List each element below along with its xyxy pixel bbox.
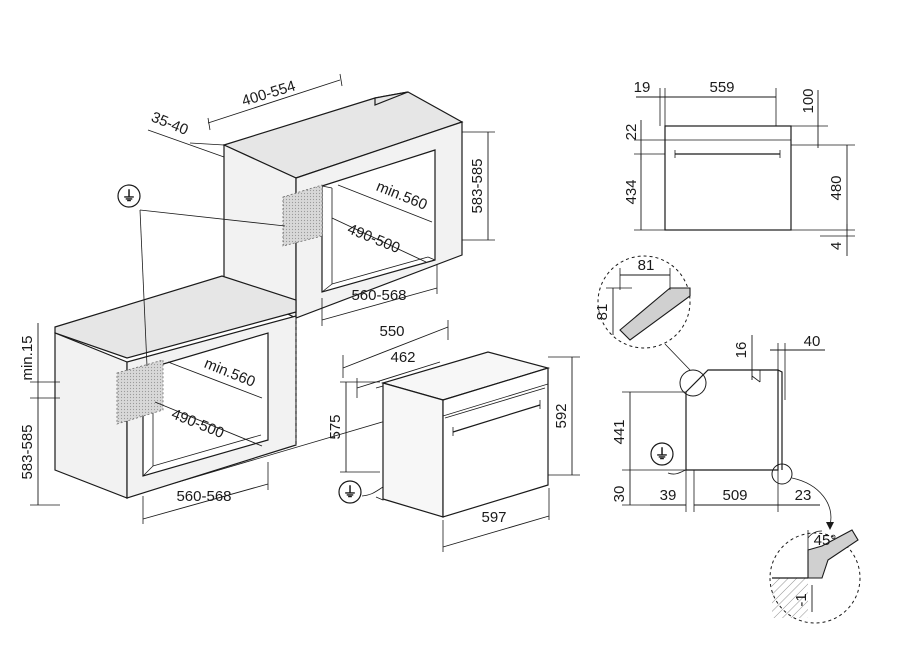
dim-label-23: 23: [795, 487, 812, 504]
dim-label-detail-81-h: 81: [638, 257, 655, 274]
side-view-body: [685, 369, 779, 471]
dim-oven-depth-total: 550: [342, 320, 449, 378]
detail-chamfer: [619, 287, 691, 341]
oven-iso: [361, 351, 551, 518]
dim-label-509: 509: [722, 487, 747, 504]
tall-cabinet-notch: [374, 91, 409, 106]
side-plug-icon: ⏚: [650, 442, 674, 466]
dim-label-oven-depth-body: 462: [390, 349, 415, 366]
dim-label-under-height: 583-585: [19, 424, 36, 479]
dim-label-oven-height-body: 575: [327, 414, 344, 439]
oven-plug-icon: ⏚: [338, 480, 362, 504]
dim-label-480: 480: [828, 175, 845, 200]
lower-niche-opening: [142, 332, 269, 477]
dim-oven-height-body: 575: [327, 381, 380, 473]
oven-side-view: 16 40 441 30 39 509 23: [611, 333, 825, 512]
oven-handle: [452, 404, 541, 433]
dim-top-gap: 35-40: [147, 109, 225, 158]
dim-oven-depth-body: 462: [356, 349, 441, 398]
dim-label-upper-bottom-width: 560-568: [351, 287, 406, 304]
dim-label-16: 16: [733, 342, 750, 359]
dim-oven-height-total: 592: [548, 356, 580, 476]
side-view-cable: [667, 469, 687, 475]
dim-label-4: 4: [828, 242, 845, 250]
plug-icon: ⏚: [117, 184, 141, 208]
dim-upper-bottom-width: 560-568: [321, 265, 438, 326]
svg-text:⏚: ⏚: [655, 446, 669, 462]
dim-label-oven-width: 597: [481, 509, 506, 526]
dim-label-441: 441: [611, 419, 628, 444]
upper-socket-zone: [282, 184, 323, 247]
dim-under-min: min.15: [19, 323, 60, 398]
dim-label-lower-bottom-width: 560-568: [176, 488, 231, 505]
dim-label-detail-angle: 45°: [814, 532, 837, 549]
detail-circle-top: 81 81: [594, 255, 691, 349]
detail-circle-top-outline: [597, 255, 691, 349]
dim-label-top-offset: 19: [634, 79, 651, 96]
dim-label-oven-height-total: 592: [553, 403, 570, 428]
dim-lower-bottom-width: 560-568: [142, 462, 269, 524]
dim-label-top-right: 100: [800, 88, 817, 113]
dim-label-top-depth: 400-554: [240, 78, 298, 110]
dim-label-434: 434: [623, 179, 640, 204]
dim-label-40: 40: [804, 333, 821, 350]
dim-upper-height: 583-585: [462, 131, 495, 241]
dim-label-top-gap: 35-40: [149, 109, 191, 139]
oven-side: [382, 382, 444, 518]
dim-label-22: 22: [623, 124, 640, 141]
svg-text:⏚: ⏚: [343, 484, 357, 500]
side-view-door: [777, 369, 783, 470]
svg-text:⏚: ⏚: [122, 188, 136, 204]
oven-control-panel: [442, 367, 549, 417]
detail-circle-bottom: 45° -1: [769, 529, 861, 624]
dim-label-39: 39: [660, 487, 677, 504]
dim-label-under-min: min.15: [19, 335, 36, 380]
dim-label-detail-81-v: 81: [594, 304, 611, 321]
dim-label-top-depth-right: 559: [709, 79, 734, 96]
detail-marker-top: [679, 369, 707, 397]
detail-leader: [791, 477, 832, 526]
oven-cable: [361, 486, 384, 497]
detail-door-edge: [807, 529, 859, 579]
tall-cabinet: [222, 91, 464, 319]
lower-socket-zone: [116, 359, 164, 425]
dim-label-upper-height: 583-585: [469, 158, 486, 213]
dim-label-oven-depth-total: 550: [379, 323, 404, 340]
dim-under-height: 583-585: [19, 397, 60, 506]
oven-top-view: 19 559 100 22 434 480 4: [623, 79, 855, 256]
dim-label-detail-minus1: -1: [793, 593, 810, 606]
dim-label-30: 30: [611, 486, 628, 503]
base-cabinet: [54, 275, 297, 499]
top-view-body: [664, 125, 792, 231]
dim-oven-width: 597: [442, 488, 550, 552]
detail-marker-bottom: [771, 463, 793, 485]
base-cabinet-side: [54, 332, 128, 499]
